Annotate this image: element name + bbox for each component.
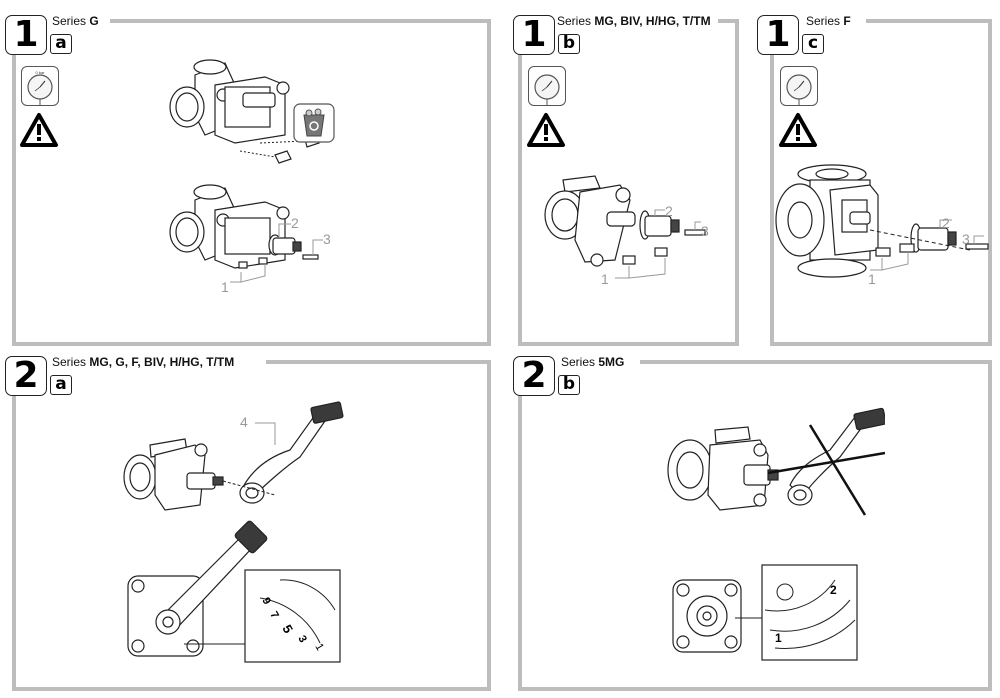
warning-icon: [19, 112, 59, 148]
series-label: Series G: [52, 14, 105, 28]
step-letter: a: [50, 375, 72, 395]
series-models: G: [89, 14, 99, 28]
step-number: 2: [513, 356, 555, 396]
cross-line: [767, 451, 885, 475]
panel-frame: [12, 361, 491, 691]
scale-mark: 7: [267, 610, 280, 621]
panel-frame: [770, 20, 992, 346]
scale-mark: 1: [775, 631, 782, 645]
step-number: 2: [5, 356, 47, 396]
callout-2: 2: [291, 215, 299, 231]
series-models: F: [843, 14, 851, 28]
series-label: Series 5MG: [561, 355, 631, 369]
panel-frame: [518, 20, 739, 346]
callout-3: 3: [962, 231, 970, 247]
detail-inset: [244, 569, 341, 663]
series-models: 5MG: [598, 355, 625, 369]
valve-parts-exploded-drawing: 1 2 3: [169, 184, 331, 295]
series-prefix: Series: [557, 14, 592, 28]
callout-1: 1: [221, 279, 229, 295]
valve-scale-topview-drawing: 1 2: [672, 564, 858, 661]
pressure-gauge-icon: [528, 66, 566, 106]
callout-2: 2: [665, 203, 673, 219]
series-label: Series F: [806, 14, 857, 28]
series-models: MG, BIV, H/HG, T/TM: [594, 14, 711, 28]
pressure-gauge-icon: 0 bar: [21, 66, 59, 106]
step-letter: c: [802, 34, 824, 54]
valve-with-handle-drawing: 4: [123, 401, 344, 511]
callout-3: 3: [323, 231, 331, 247]
panel-frame: [518, 361, 992, 691]
handle-mounted-topview-drawing: 9 7 5 3 1: [127, 520, 341, 663]
step-letter: b: [558, 375, 580, 395]
step-letter: b: [558, 34, 580, 54]
series-label: Series MG, BIV, H/HG, T/TM: [557, 14, 713, 28]
series-label: Series MG, G, F, BIV, H/HG, T/TM: [52, 355, 241, 369]
svg-text:0 bar: 0 bar: [35, 70, 45, 75]
step-letter: a: [50, 34, 72, 54]
panel-frame-top: [266, 360, 491, 364]
scale-mark: 9: [259, 596, 272, 607]
recycle-bin-icon: [293, 103, 335, 143]
valve-handle-not-applicable-drawing: [667, 407, 885, 516]
series-prefix: Series: [52, 355, 87, 369]
cross-line: [808, 424, 867, 516]
scale-mark: 2: [830, 583, 837, 597]
callout-1: 1: [601, 271, 609, 287]
warning-icon: [778, 112, 818, 148]
panel-frame-top: [718, 19, 739, 23]
panel-frame: [12, 20, 491, 346]
callout-4: 4: [240, 414, 248, 430]
callout-3: 3: [701, 223, 709, 239]
panel-frame-top: [640, 360, 992, 364]
pressure-gauge-icon: [780, 66, 818, 106]
callout-2: 2: [942, 215, 950, 231]
scale-mark: 3: [295, 634, 308, 645]
valve-parts-exploded-drawing: 1 2 3: [544, 175, 709, 287]
warning-icon: [526, 112, 566, 148]
detail-inset: [761, 564, 858, 661]
callout-1: 1: [868, 271, 876, 287]
step-number: 1: [513, 15, 555, 55]
step-number: 1: [5, 15, 47, 55]
panel-frame-top: [866, 19, 992, 23]
series-prefix: Series: [561, 355, 596, 369]
series-models: MG, G, F, BIV, H/HG, T/TM: [89, 355, 235, 369]
step-number: 1: [757, 15, 799, 55]
series-prefix: Series: [806, 14, 841, 28]
series-prefix: Series: [52, 14, 87, 28]
flanged-valve-exploded-drawing: 1 2 3: [775, 164, 989, 287]
panel-frame-top: [110, 19, 491, 23]
scale-mark: 1: [312, 642, 325, 653]
